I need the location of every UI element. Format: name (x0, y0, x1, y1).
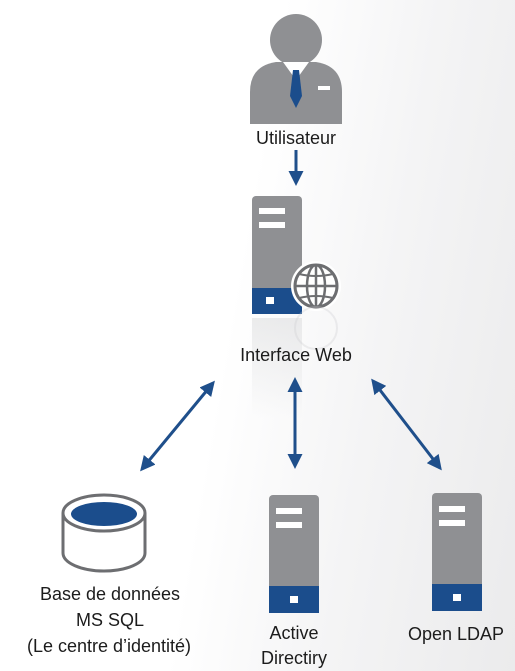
ad-label-line2: Directiry (261, 648, 327, 668)
database-icon (61, 493, 147, 573)
user-label: Utilisateur (255, 128, 337, 148)
db-label-line2: MS SQL (75, 610, 145, 630)
ldap-label: Open LDAP (407, 624, 505, 644)
db-label-line3: (Le centre d’identité) (26, 636, 192, 656)
web-server-icon (252, 196, 341, 418)
server-icon (432, 493, 482, 611)
arrow-web-ldap (371, 378, 442, 471)
server-icon (269, 495, 319, 613)
ad-label-line1: Active (269, 623, 319, 643)
user-icon (250, 14, 342, 124)
db-label-line1: Base de données (39, 584, 181, 604)
arrow-web-db (140, 380, 215, 472)
web-label: Interface Web (240, 345, 352, 365)
